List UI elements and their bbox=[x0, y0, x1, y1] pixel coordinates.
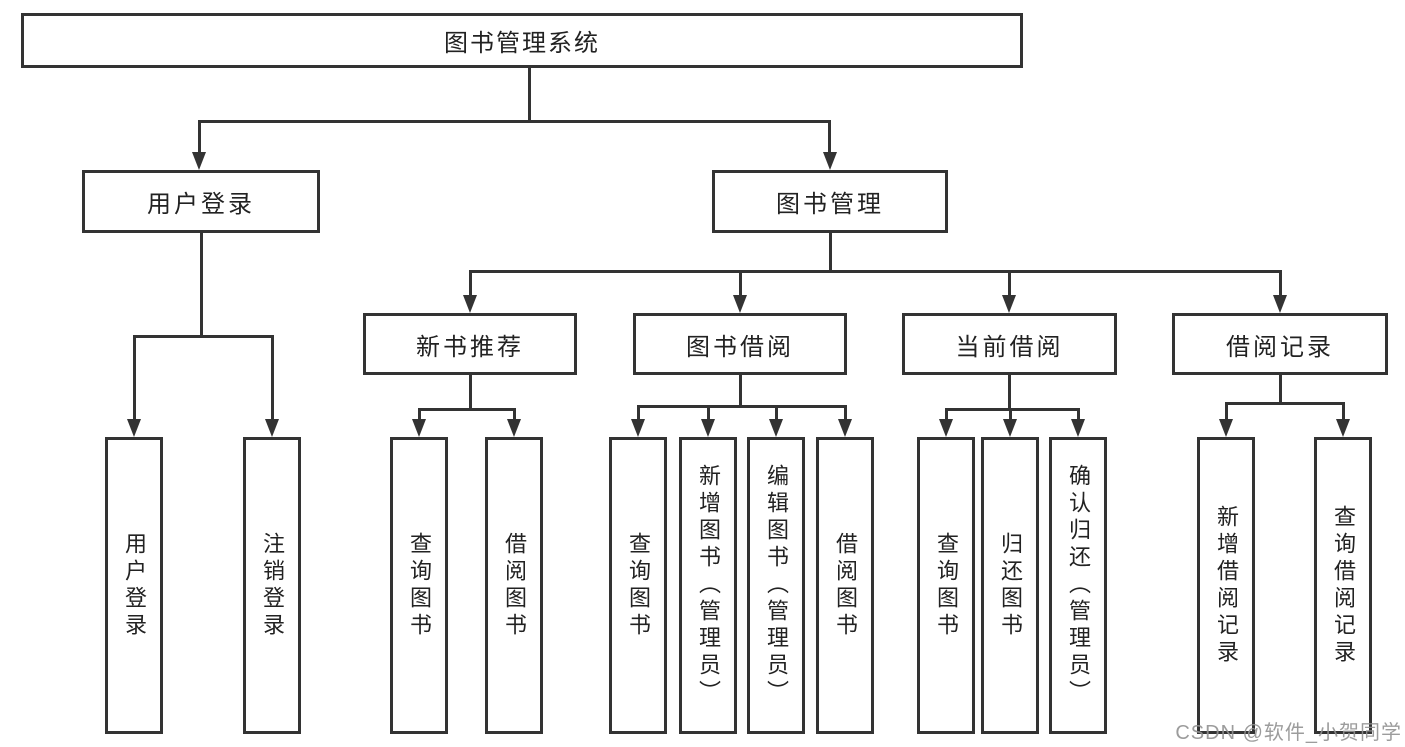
leaf-borrow-books: 借阅图书 bbox=[816, 437, 874, 734]
node-book-borrowing: 图书借阅 bbox=[633, 313, 847, 375]
node-label: 用户登录 bbox=[147, 191, 255, 218]
connector-line bbox=[1279, 375, 1282, 402]
connector-line bbox=[945, 408, 948, 420]
leaf-add-borrow-record: 新增借阅记录 bbox=[1197, 437, 1255, 734]
leaf-query-books-current: 查询图书 bbox=[917, 437, 975, 734]
leaf-confirm-return-admin: 确认归还（管理员） bbox=[1049, 437, 1107, 734]
arrow-down-icon bbox=[127, 419, 141, 437]
node-label: 查询借阅记录 bbox=[1331, 504, 1356, 667]
arrow-down-icon bbox=[412, 419, 426, 437]
arrow-down-icon bbox=[631, 419, 645, 437]
connector-line bbox=[1009, 408, 1012, 420]
node-book-management: 图书管理 bbox=[712, 170, 948, 233]
node-borrowing-records: 借阅记录 bbox=[1172, 313, 1388, 375]
node-label: 查询图书 bbox=[934, 531, 959, 640]
node-label: 借阅图书 bbox=[502, 531, 527, 640]
connector-line bbox=[739, 375, 742, 405]
arrow-down-icon bbox=[265, 419, 279, 437]
connector-line bbox=[1077, 408, 1080, 420]
leaf-add-books-admin: 新增图书（管理员） bbox=[679, 437, 737, 734]
connector-line bbox=[198, 120, 201, 155]
node-label: 图书借阅 bbox=[686, 333, 794, 361]
connector-line bbox=[1279, 270, 1282, 296]
connector-line bbox=[469, 270, 472, 296]
connector-line bbox=[469, 270, 1282, 273]
arrow-down-icon bbox=[192, 152, 206, 170]
node-current-borrowing: 当前借阅 bbox=[902, 313, 1117, 375]
arrow-down-icon bbox=[1002, 295, 1016, 313]
connector-line bbox=[418, 408, 421, 420]
node-label: 图书管理 bbox=[776, 191, 884, 218]
arrow-down-icon bbox=[939, 419, 953, 437]
arrow-down-icon bbox=[701, 419, 715, 437]
connector-line bbox=[133, 335, 136, 420]
node-label: 借阅记录 bbox=[1226, 333, 1334, 361]
node-label: 新书推荐 bbox=[416, 333, 524, 361]
connector-line bbox=[1225, 402, 1344, 405]
arrow-down-icon bbox=[1336, 419, 1350, 437]
connector-line bbox=[637, 405, 847, 408]
node-label: 借阅图书 bbox=[833, 531, 858, 640]
connector-line bbox=[271, 335, 274, 420]
connector-line bbox=[1225, 402, 1228, 420]
connector-line bbox=[133, 335, 274, 338]
connector-line bbox=[469, 375, 472, 408]
node-label: 新增借阅记录 bbox=[1214, 504, 1239, 667]
leaf-logout: 注销登录 bbox=[243, 437, 301, 734]
arrow-down-icon bbox=[1273, 295, 1287, 313]
leaf-query-borrow-record: 查询借阅记录 bbox=[1314, 437, 1372, 734]
connector-line bbox=[1008, 375, 1011, 408]
arrow-down-icon bbox=[1071, 419, 1085, 437]
connector-line bbox=[637, 405, 640, 420]
leaf-return-books: 归还图书 bbox=[981, 437, 1039, 734]
node-label: 查询图书 bbox=[407, 531, 432, 640]
connector-line bbox=[528, 68, 531, 120]
arrow-down-icon bbox=[463, 295, 477, 313]
node-label: 编辑图书（管理员） bbox=[764, 464, 789, 707]
arrow-down-icon bbox=[823, 152, 837, 170]
arrow-down-icon bbox=[733, 295, 747, 313]
node-label: 注销登录 bbox=[260, 531, 285, 640]
node-library-management-system: 图书管理系统 bbox=[21, 13, 1023, 68]
arrow-down-icon bbox=[1219, 419, 1233, 437]
connector-line bbox=[198, 120, 831, 123]
node-user-login-branch: 用户登录 bbox=[82, 170, 320, 233]
connector-line bbox=[1008, 270, 1011, 296]
node-label: 图书管理系统 bbox=[444, 30, 600, 57]
node-label: 查询图书 bbox=[626, 531, 651, 640]
arrow-down-icon bbox=[838, 419, 852, 437]
connector-line bbox=[775, 405, 778, 420]
leaf-edit-books-admin: 编辑图书（管理员） bbox=[747, 437, 805, 734]
connector-line bbox=[829, 233, 832, 270]
arrow-down-icon bbox=[1003, 419, 1017, 437]
node-label: 新增图书（管理员） bbox=[696, 464, 721, 707]
connector-line bbox=[200, 233, 203, 335]
connector-line bbox=[739, 270, 742, 296]
leaf-user-login: 用户登录 bbox=[105, 437, 163, 734]
connector-line bbox=[945, 408, 1079, 411]
node-label: 用户登录 bbox=[122, 531, 147, 640]
connector-line bbox=[1342, 402, 1345, 420]
connector-line bbox=[828, 120, 831, 155]
csdn-watermark: CSDN @软件_小贺同学 bbox=[1175, 722, 1402, 744]
leaf-borrow-books-recommend: 借阅图书 bbox=[485, 437, 543, 734]
node-label: 归还图书 bbox=[998, 531, 1023, 640]
node-new-book-recommend: 新书推荐 bbox=[363, 313, 577, 375]
node-label: 当前借阅 bbox=[955, 333, 1064, 361]
node-label: 确认归还（管理员） bbox=[1066, 464, 1091, 707]
leaf-query-books-borrow: 查询图书 bbox=[609, 437, 667, 734]
connector-line bbox=[418, 408, 516, 411]
connector-line bbox=[513, 408, 516, 420]
arrow-down-icon bbox=[507, 419, 521, 437]
connector-line bbox=[844, 405, 847, 420]
leaf-query-books-recommend: 查询图书 bbox=[390, 437, 448, 734]
arrow-down-icon bbox=[769, 419, 783, 437]
connector-line bbox=[707, 405, 710, 420]
